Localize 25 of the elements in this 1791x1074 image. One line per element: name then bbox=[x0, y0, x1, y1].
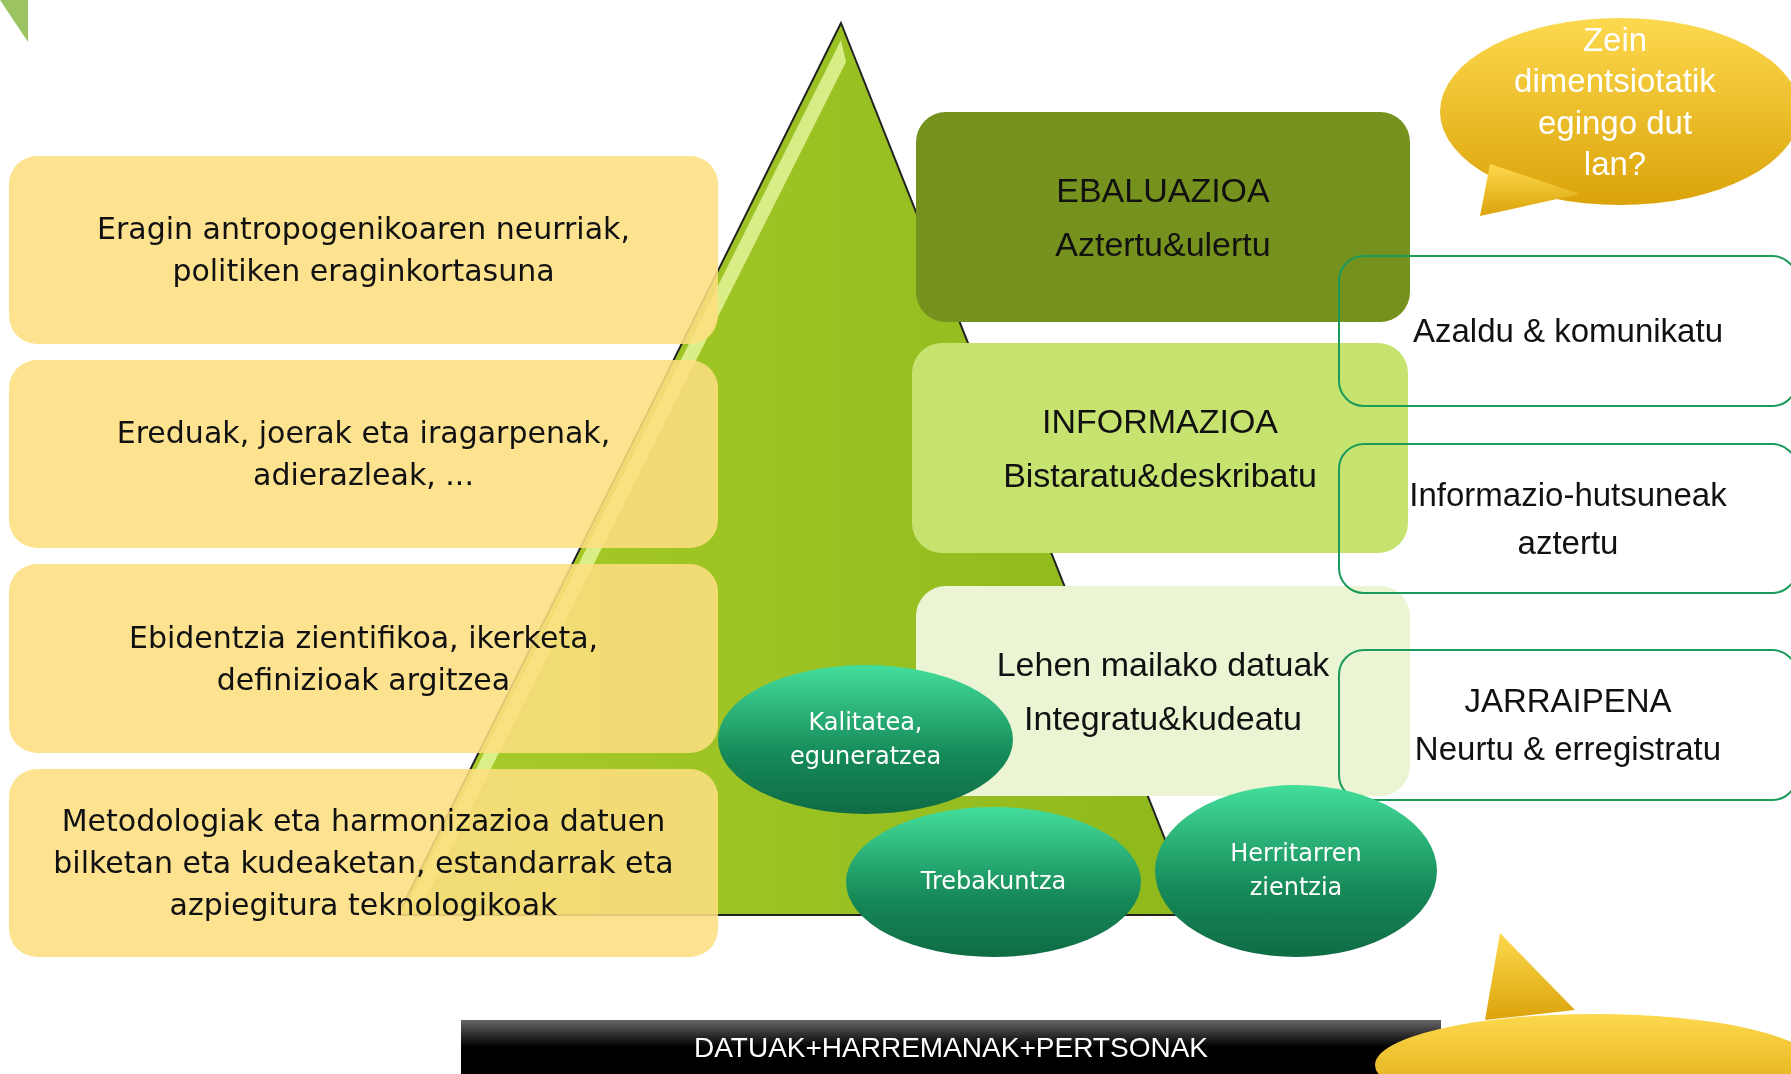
panel-text: Azaldu & komunikatu bbox=[1413, 311, 1723, 352]
info-card bbox=[9, 156, 718, 344]
panel-subheading: Integratu&kudeatu bbox=[1024, 698, 1302, 739]
panel-heading: EBALUAZIOA bbox=[1056, 169, 1270, 211]
oval-label: Trebakuntza bbox=[920, 866, 1067, 898]
panel-subheading: Aztertu&ulertu bbox=[1055, 224, 1271, 265]
level-panel bbox=[912, 343, 1408, 553]
bubble-text: Zein dimentsiotatik egingo dut lan? bbox=[1513, 20, 1717, 184]
panel-text: Informazio-hutsuneak aztertu bbox=[1408, 474, 1728, 563]
panel-text: Eragin antropogenikoaren neurriak, politiken eraginkortasuna bbox=[96, 210, 631, 290]
panel-subheading: Neurtu & erregistratu bbox=[1414, 729, 1722, 769]
panel-heading: INFORMAZIOA bbox=[1041, 400, 1279, 442]
panel-heading: Lehen mailako datuak bbox=[996, 643, 1330, 685]
panel-text: Metodologiak eta harmonizazioa datuen bilketan eta kudeaketan, estandarrak eta azpiegitura teknologikoak bbox=[52, 802, 675, 924]
oval-label: Kalitatea, eguneratzea bbox=[788, 706, 943, 772]
info-card bbox=[9, 769, 718, 957]
panel-text: Ebidentzia zientifikoa, ikerketa, definizioak argitzea bbox=[127, 618, 600, 699]
info-card bbox=[9, 564, 718, 753]
panel-text: DATUAK+HARREMANAK+PERTSONAK bbox=[694, 1032, 1208, 1064]
level-panel bbox=[916, 112, 1410, 322]
panel-text: Ereduak, joerak eta iragarpenak, adierazleak, ... bbox=[115, 414, 612, 494]
panel-subheading: Bistaratu&deskribatu bbox=[1003, 455, 1317, 496]
info-card bbox=[9, 360, 718, 548]
oval-label: Herritarren zientzia bbox=[1229, 838, 1363, 903]
panel-heading: JARRAIPENA bbox=[1464, 681, 1672, 722]
